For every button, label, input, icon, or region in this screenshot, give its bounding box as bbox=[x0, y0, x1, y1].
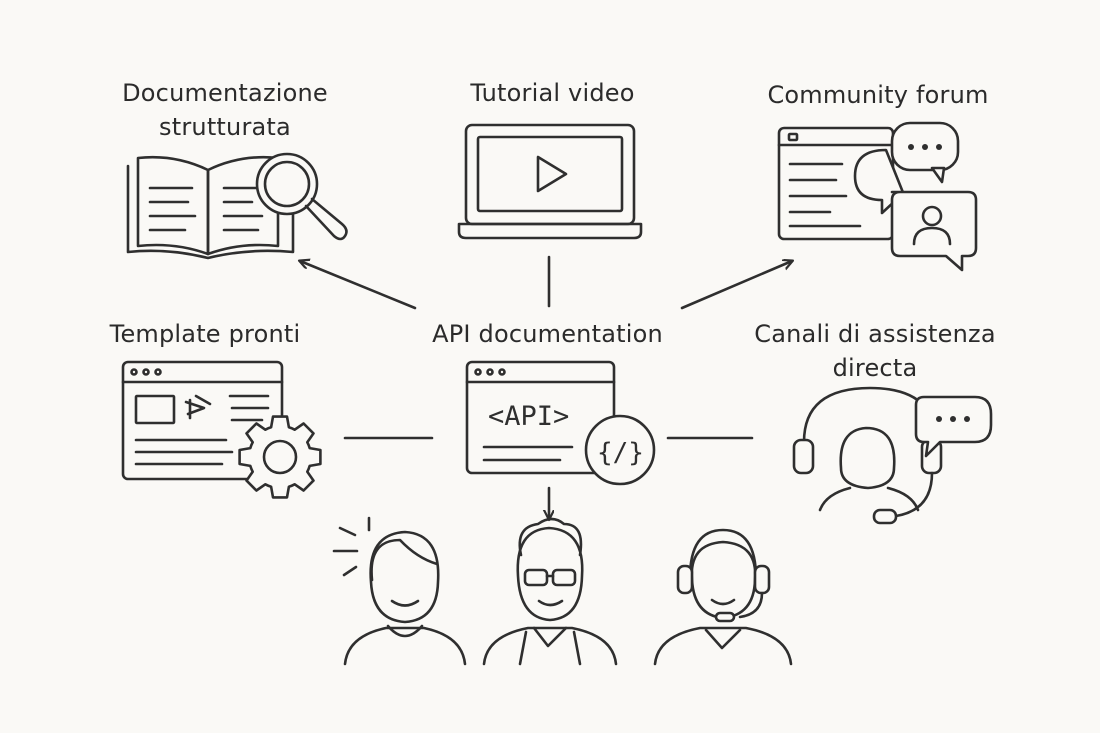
api-window-icon: <API> {/} bbox=[467, 362, 654, 484]
templates-label: Template pronti bbox=[95, 317, 315, 351]
template-gear-icon bbox=[123, 362, 320, 497]
community-label: Community forum bbox=[748, 78, 1008, 112]
tutorial-label-line1: Tutorial video bbox=[470, 79, 635, 107]
support-label-line1: Canali di assistenza bbox=[754, 320, 996, 348]
gear-icon bbox=[240, 417, 321, 498]
support-label-line2: directa bbox=[832, 354, 918, 382]
user-headset-icon bbox=[655, 530, 791, 664]
api-braces-text: {/} bbox=[597, 438, 644, 468]
support-label: Canali di assistenza directa bbox=[745, 317, 1005, 385]
users-group bbox=[334, 518, 791, 664]
user-glasses-icon bbox=[484, 519, 616, 664]
api-label-line1: API documentation bbox=[432, 320, 663, 348]
connector-to-documentation bbox=[300, 261, 415, 308]
tutorial-label: Tutorial video bbox=[440, 76, 665, 110]
forum-chat-icon bbox=[779, 123, 976, 270]
laptop-video-icon bbox=[459, 125, 641, 238]
documentation-label: Documentazione strutturata bbox=[95, 76, 355, 144]
connectors bbox=[300, 257, 792, 519]
documentation-label-line2: strutturata bbox=[159, 113, 291, 141]
book-magnifier-icon bbox=[128, 154, 346, 258]
community-label-line1: Community forum bbox=[767, 81, 989, 109]
headset-agent-icon bbox=[794, 388, 991, 523]
api-label: API documentation bbox=[420, 317, 675, 351]
api-code-text: <API> bbox=[488, 401, 569, 432]
documentation-label-line1: Documentazione bbox=[122, 79, 328, 107]
templates-label-line1: Template pronti bbox=[109, 320, 301, 348]
user-excited-icon bbox=[334, 518, 465, 664]
connector-to-community bbox=[682, 261, 792, 308]
